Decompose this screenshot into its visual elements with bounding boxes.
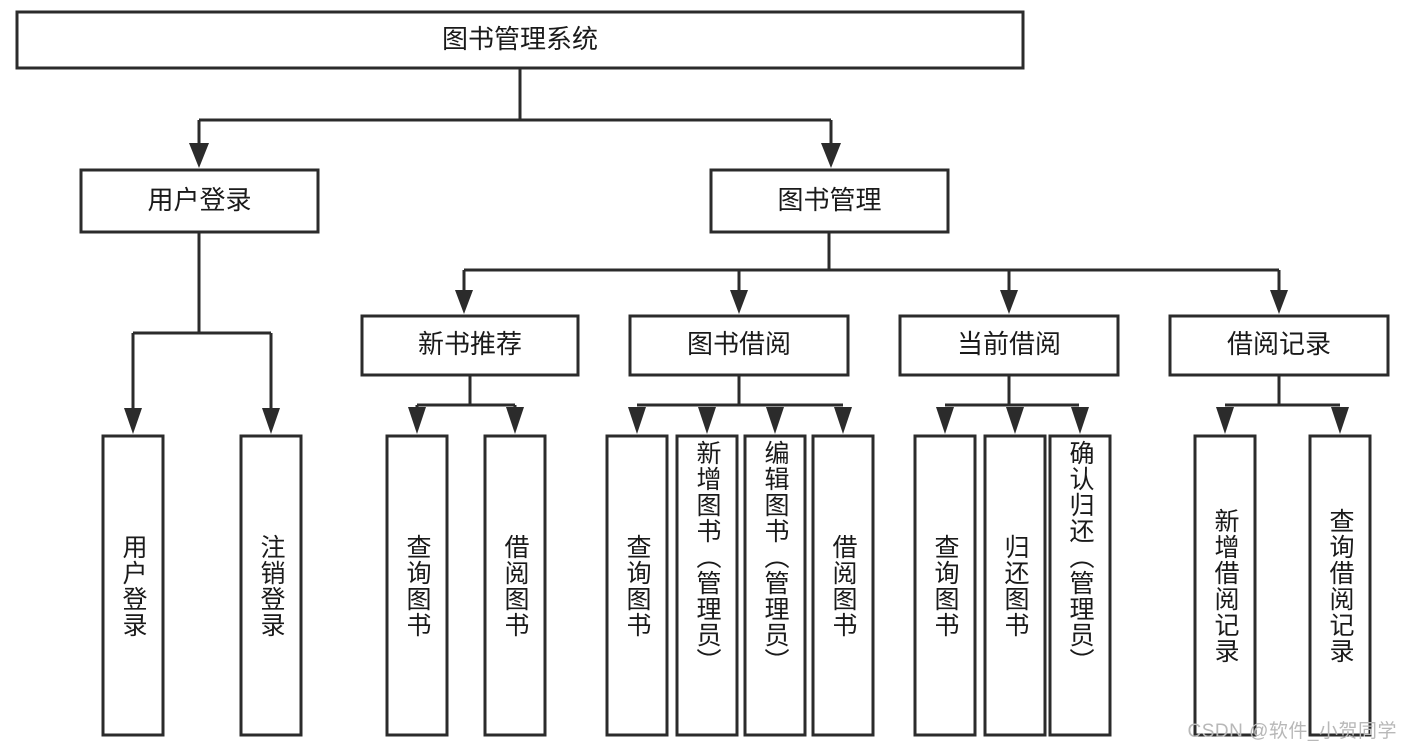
leaf-box-edit-book[interactable]	[743, 434, 807, 737]
arrow-head-leaf-logout	[262, 408, 280, 434]
arrow-head-user-login	[189, 143, 209, 168]
root-label: 图书管理系统	[442, 24, 598, 54]
node-current-borrow[interactable]: 当前借阅	[898, 314, 1120, 377]
arrow-head-book-manage	[821, 143, 841, 168]
leaf-box-query-record[interactable]	[1308, 434, 1372, 737]
leaf-box-borrow-book-1[interactable]	[483, 434, 547, 737]
arrow-head-leaf-add-record	[1216, 407, 1234, 434]
arrow-head-leaf-query-book-1	[408, 407, 426, 434]
leaf-box-add-record[interactable]	[1193, 434, 1257, 737]
csdn-watermark: CSDN @软件_小贺同学	[1187, 721, 1397, 742]
leaf-box-query-book-1[interactable]	[385, 434, 449, 737]
arrow-head-leaf-confirm-return	[1071, 407, 1089, 434]
book-manage-box[interactable]	[709, 168, 950, 234]
arrow-head-leaf-return-book	[1006, 407, 1024, 434]
node-new-book-recommend[interactable]: 新书推荐	[360, 314, 580, 377]
leaf-box-return-book[interactable]	[983, 434, 1047, 737]
arrow-head-current-borrow	[1000, 290, 1018, 314]
arrow-head-book-borrow	[730, 290, 748, 314]
arrow-head-leaf-query-book-3	[936, 407, 954, 434]
arrow-head-leaf-edit-book	[766, 407, 784, 434]
node-borrow-record[interactable]: 借阅记录	[1168, 314, 1390, 377]
book-manage-label: 图书管理	[777, 185, 881, 215]
node-user-login[interactable]: 用户登录	[79, 168, 320, 234]
borrow-record-box[interactable]	[1168, 314, 1390, 377]
leaf-box-query-book-3[interactable]	[913, 434, 977, 737]
arrow-head-new-book-recommend	[455, 290, 473, 314]
leaf-box-query-book-2[interactable]	[605, 434, 669, 737]
node-root[interactable]: 图书管理系统	[15, 10, 1025, 70]
new-book-recommend-box[interactable]	[360, 314, 580, 377]
leaf-box-user-login[interactable]	[101, 434, 165, 737]
leaf-box-confirm-return[interactable]	[1048, 434, 1112, 737]
arrow-head-leaf-user-login	[124, 408, 142, 434]
current-borrow-label: 当前借阅	[957, 329, 1061, 359]
leaf-box-borrow-book-2[interactable]	[811, 434, 875, 737]
user-login-label: 用户登录	[147, 185, 251, 215]
new-book-recommend-label: 新书推荐	[418, 329, 522, 359]
current-borrow-box[interactable]	[898, 314, 1120, 377]
arrow-head-leaf-borrow-book-1	[506, 407, 524, 434]
arrow-head-borrow-record	[1270, 290, 1288, 314]
arrow-head-leaf-borrow-book-2	[834, 407, 852, 434]
root-box[interactable]	[15, 10, 1025, 70]
arrow-head-leaf-query-book-2	[628, 407, 646, 434]
leaf-box-logout[interactable]	[239, 434, 303, 737]
node-book-borrow[interactable]: 图书借阅	[628, 314, 850, 377]
arrow-head-leaf-add-book	[698, 407, 716, 434]
book-borrow-label: 图书借阅	[687, 329, 791, 359]
book-borrow-box[interactable]	[628, 314, 850, 377]
node-book-manage[interactable]: 图书管理	[709, 168, 950, 234]
borrow-record-label: 借阅记录	[1227, 329, 1331, 359]
leaf-box-add-book[interactable]	[675, 434, 739, 737]
arrow-head-leaf-query-record	[1331, 407, 1349, 434]
